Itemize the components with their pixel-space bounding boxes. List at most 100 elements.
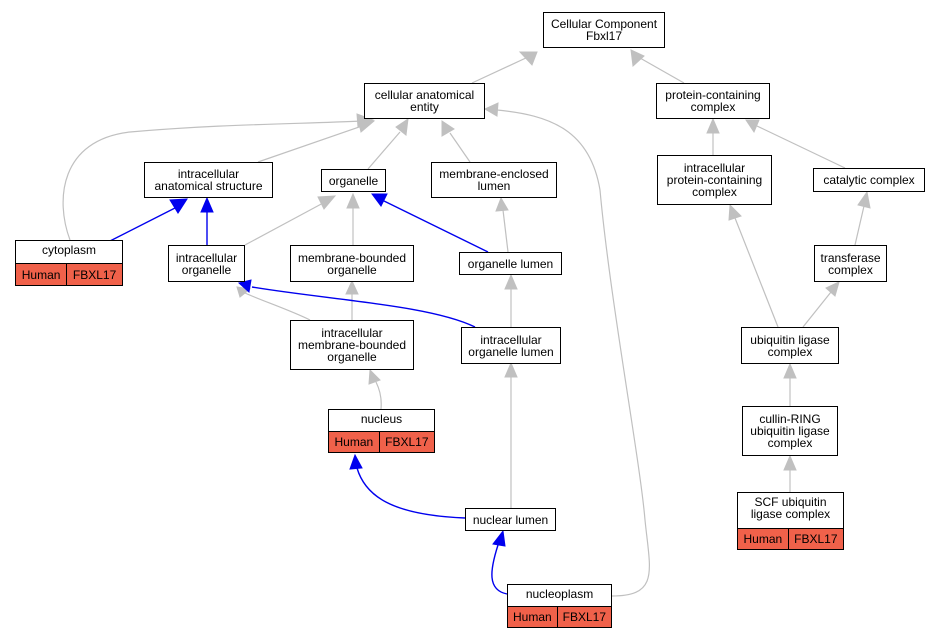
node-intracellular-protein-containing-complex[interactable]: intracellular protein-containing complex	[657, 155, 772, 205]
edge-arrowhead	[706, 117, 720, 134]
edge-line	[109, 207, 176, 242]
edge-arrowhead	[492, 529, 506, 547]
node-nuclear-lumen[interactable]: nuclear lumen	[465, 508, 556, 531]
edge-organelle-lumen-to-organelle	[371, 193, 489, 253]
edge-line	[802, 291, 832, 328]
edge-cytoplasm-to-intracellular-anatomical-structure	[109, 198, 188, 242]
edge-line	[251, 286, 476, 328]
node-cytoplasm[interactable]: cytoplasm	[15, 240, 123, 264]
edge-organelle-to-cellular-anatomical-entity	[367, 117, 409, 170]
edge-intracellular-organelle-to-organelle	[244, 195, 337, 246]
node-intracellular-organelle[interactable]: intracellular organelle	[168, 245, 245, 282]
edge-arrowhead	[371, 193, 388, 207]
edge-line	[257, 125, 363, 163]
edge-nucleus-to-intracellular-membrane-bounded-organelle	[368, 368, 382, 410]
edge-arrowhead	[857, 190, 871, 209]
edge-nuclear-lumen-to-nucleus	[349, 453, 466, 519]
scf-species-badge: Human	[743, 532, 783, 546]
edge-protein-containing-complex-to-root	[630, 49, 685, 84]
node-nucleoplasm[interactable]: nucleoplasm	[507, 584, 612, 607]
edge-arrowhead	[349, 453, 363, 470]
edge-nucleoplasm-to-nuclear-lumen	[491, 529, 508, 595]
root-title-line2: Fbxl17	[585, 29, 623, 43]
edge-ubiquitin-ligase-complex-to-transferase-complex	[802, 281, 840, 328]
edge-intracellular-organelle-lumen-to-organelle-lumen	[504, 273, 518, 327]
edge-arrowhead	[630, 49, 645, 68]
edge-line	[471, 56, 529, 84]
nucleus-label: nucleus	[360, 412, 403, 426]
edge-line	[734, 217, 779, 328]
root-node[interactable]: Cellular Component Fbxl17	[543, 12, 665, 48]
edge-membrane-bounded-organelle-to-organelle	[346, 192, 360, 245]
edge-intracellular-protein-containing-complex-to-protein-containing-complex	[706, 117, 720, 155]
edge-arrowhead	[504, 273, 518, 290]
node-membrane-bounded-organelle[interactable]: membrane-bounded organelle	[290, 245, 414, 282]
node-protein-containing-complex[interactable]: protein-containing complex	[656, 83, 770, 119]
edge-arrowhead	[345, 279, 359, 295]
edge-line	[449, 132, 471, 163]
edge-arrowhead	[346, 192, 360, 209]
edge-arrowhead	[783, 454, 797, 471]
node-membrane-enclosed-lumen[interactable]: membrane-enclosed lumen	[431, 162, 557, 198]
edge-line	[375, 381, 382, 410]
edge-line	[756, 125, 846, 169]
edge-arrowhead	[504, 361, 518, 378]
scf-ubiquitin-ligase-complex-annotation-row: Human FBXL17	[737, 528, 844, 550]
node-intracellular-anatomical-structure[interactable]: intracellular anatomical structure	[144, 162, 273, 198]
node-cellular-anatomical-entity[interactable]: cellular anatomical entity	[364, 83, 485, 119]
edge-arrowhead	[395, 117, 409, 136]
edge-arrowhead	[483, 102, 499, 117]
nucleoplasm-gene-badge: FBXL17	[556, 607, 611, 627]
node-transferase-complex[interactable]: transferase complex	[814, 245, 887, 282]
nucleus-gene-badge: FBXL17	[378, 432, 434, 452]
node-nucleus[interactable]: nucleus	[328, 409, 435, 432]
edge-arrowhead	[728, 203, 742, 221]
edge-arrowhead	[169, 198, 188, 214]
nucleus-annotation-row: Human FBXL17	[328, 431, 435, 453]
edge-line	[356, 467, 466, 519]
edge-line	[502, 209, 509, 253]
edge-membrane-enclosed-lumen-to-cellular-anatomical-entity	[441, 120, 471, 163]
cytoplasm-species-badge: Human	[21, 267, 61, 282]
edge-intracellular-membrane-bounded-organelle-to-membrane-bounded-organelle	[345, 279, 359, 320]
cytoplasm-gene-badge: FBXL17	[66, 264, 122, 285]
edge-arrowhead	[317, 195, 337, 210]
node-scf-ubiquitin-ligase-complex[interactable]: SCF ubiquitin ligase complex	[737, 492, 844, 529]
edge-line	[244, 201, 326, 246]
edge-arrowhead	[441, 120, 455, 137]
node-catalytic-complex[interactable]: catalytic complex	[813, 168, 925, 192]
edge-arrowhead	[200, 196, 214, 213]
root-title-line1: Cellular Component	[550, 17, 658, 31]
edge-line	[496, 109, 650, 597]
edge-arrowhead	[783, 362, 797, 379]
node-organelle-lumen[interactable]: organelle lumen	[459, 252, 562, 275]
node-organelle[interactable]: organelle	[321, 169, 386, 192]
edge-line	[639, 57, 685, 84]
node-cullin-ring-ubiquitin-ligase-complex[interactable]: cullin-RING ubiquitin ligase complex	[742, 406, 838, 456]
edge-line	[62, 120, 363, 241]
edge-line	[381, 199, 489, 253]
nucleoplasm-annotation-row: Human FBXL17	[507, 606, 612, 628]
edge-transferase-complex-to-catalytic-complex	[854, 190, 871, 246]
edge-intracellular-anatomical-structure-to-cellular-anatomical-entity	[257, 118, 376, 163]
edge-intracellular-membrane-bounded-organelle-to-intracellular-organelle	[236, 286, 311, 321]
scf-ubiquitin-ligase-complex-label: SCF ubiquitin ligase complex	[750, 495, 831, 521]
edge-cullin-ring-ubiquitin-ligase-complex-to-ubiquitin-ligase-complex	[783, 362, 797, 406]
cytoplasm-annotation-row: Human FBXL17	[15, 263, 123, 286]
node-intracellular-organelle-lumen[interactable]: intracellular organelle lumen	[461, 327, 561, 364]
edge-line	[367, 131, 401, 170]
edge-scf-ubiquitin-ligase-complex-to-cullin-ring-ubiquitin-ligase-complex	[783, 454, 797, 492]
edge-arrowhead	[495, 196, 509, 212]
edge-ubiquitin-ligase-complex-to-intracellular-protein-containing-complex	[728, 203, 779, 328]
edge-arrowhead	[518, 51, 538, 66]
scf-gene-badge: FBXL17	[787, 529, 843, 549]
cytoplasm-label: cytoplasm	[41, 243, 97, 257]
node-ubiquitin-ligase-complex[interactable]: ubiquitin ligase complex	[741, 327, 839, 364]
node-intracellular-membrane-bounded-organelle[interactable]: intracellular membrane-bounded organelle	[290, 320, 414, 370]
edge-cellular-anatomical-entity-to-root	[471, 51, 538, 84]
edge-intracellular-organelle-lumen-to-intracellular-organelle	[237, 279, 476, 328]
edge-line	[854, 205, 865, 246]
edge-arrowhead	[237, 279, 252, 293]
edge-line	[244, 292, 311, 321]
